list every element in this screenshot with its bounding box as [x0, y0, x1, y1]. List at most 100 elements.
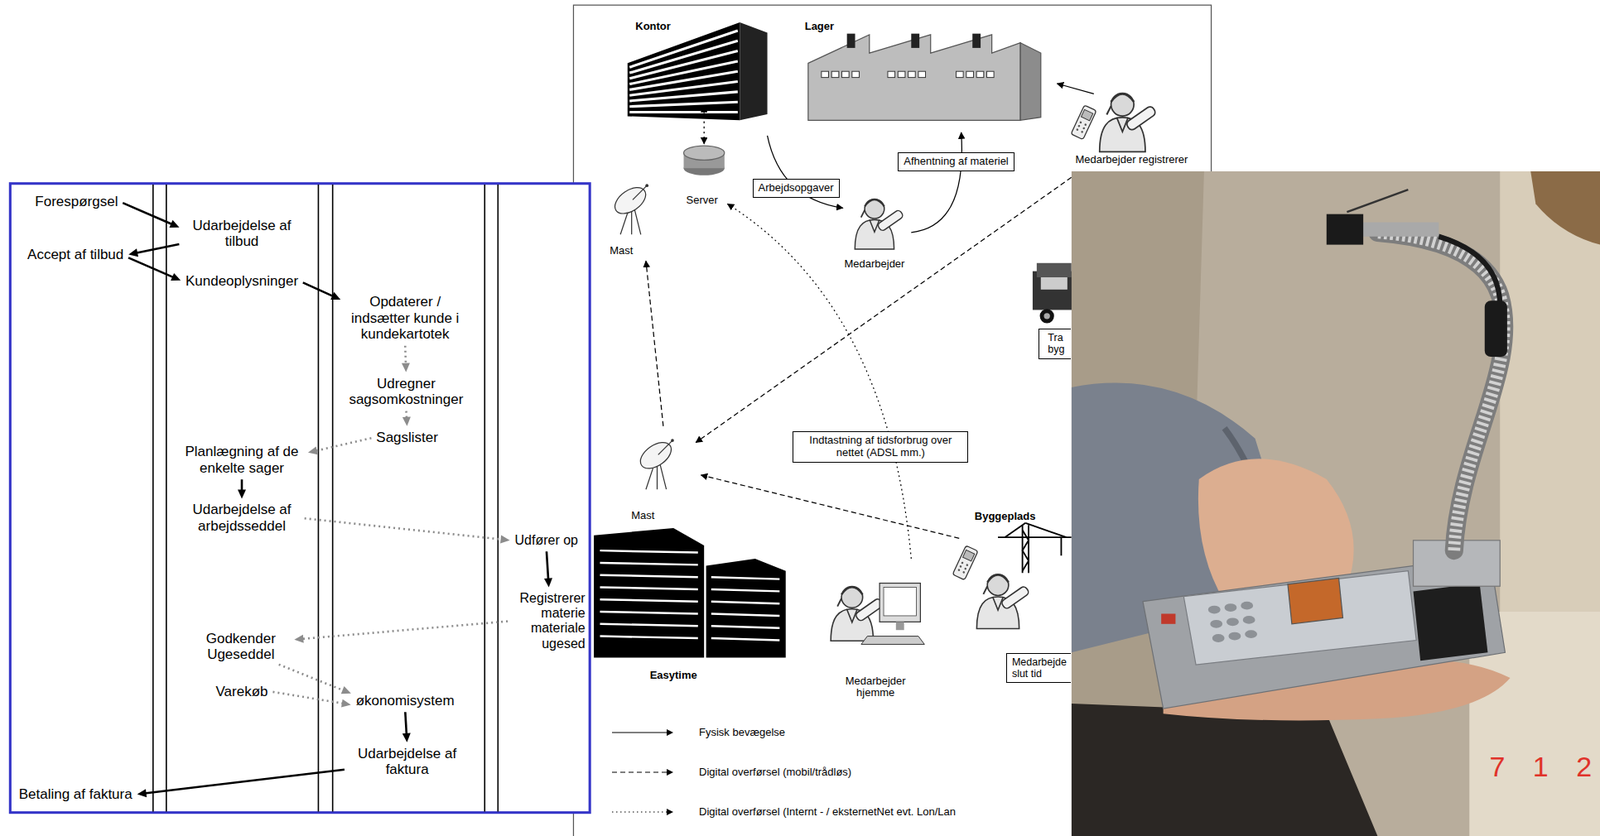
legend-arrowhead — [666, 769, 674, 776]
easytime-buildings — [600, 636, 699, 639]
connector-line — [303, 282, 334, 297]
flow-step: Varekøb — [213, 683, 271, 702]
device-photo — [1208, 606, 1221, 615]
legend-text: Fysisk bevægelse — [698, 726, 786, 739]
swimlane-frame — [9, 183, 590, 814]
device-photo — [1484, 300, 1508, 357]
node-text: Arbejdsopgaver — [758, 182, 834, 195]
flow-step: Udfører op — [512, 532, 581, 550]
node-text: Medarbejde slut tid — [1012, 656, 1071, 681]
device-photo — [1224, 603, 1238, 613]
node-text: Udarbejdelse af tilbud — [183, 217, 299, 251]
device-photo — [1071, 703, 1379, 836]
warehouse — [847, 33, 856, 49]
person-icon — [830, 587, 884, 642]
icon-caption: Medarbejder — [843, 258, 905, 271]
process-box: Medarbejde slut tid — [1006, 653, 1071, 685]
device-photo — [1346, 189, 1408, 213]
easytime-buildings — [600, 563, 699, 565]
flow-arrow — [279, 665, 352, 695]
arrowhead — [544, 578, 553, 588]
connector-line — [315, 438, 372, 452]
server-icon — [684, 145, 725, 160]
person-icon — [854, 198, 904, 250]
easytime-buildings — [600, 624, 699, 627]
mast-dish — [645, 183, 649, 188]
connector-group — [122, 202, 553, 798]
office-building — [629, 40, 738, 73]
middle-arrows — [727, 203, 912, 560]
warehouse — [831, 71, 839, 78]
middle-arrows — [1057, 83, 1094, 94]
swimlane-frame — [496, 184, 499, 813]
connector-line — [128, 257, 174, 278]
warehouse — [986, 71, 994, 78]
legend-sample — [610, 807, 674, 818]
swimlane-frame — [483, 184, 486, 813]
device-photo — [1071, 171, 1600, 836]
device-photo — [1377, 232, 1504, 551]
office-building — [629, 30, 738, 113]
icon-caption: Byggeplads — [974, 510, 1037, 524]
flow-arrow — [237, 479, 246, 499]
flow-step: Accept af tilbud — [24, 245, 126, 265]
legend-item: Digital overførsel (Internt - / eksterne… — [610, 805, 956, 819]
office-building — [629, 110, 738, 114]
process-box: Tra byg — [1038, 328, 1071, 360]
legend-line — [612, 811, 667, 813]
arrowhead — [500, 535, 510, 545]
middle-arrows — [695, 177, 1071, 443]
node-text: Accept af tilbud — [27, 246, 124, 264]
node-text: Opdaterer / indsætter kunde i kundekarto… — [345, 293, 465, 343]
icon-caption: Medarbejder hjemme — [834, 675, 917, 701]
device-photo — [1413, 583, 1489, 662]
flow-step: Godkender Ugeseddel — [189, 630, 292, 665]
arrowhead — [401, 362, 410, 372]
device-photo — [1530, 171, 1600, 246]
device-photo — [1438, 236, 1500, 307]
legend-sample — [610, 767, 674, 778]
easytime-buildings — [711, 613, 781, 616]
process-box: Afhentning af materiel — [897, 152, 1014, 172]
date-stamp: 7 1 2 — [1489, 751, 1593, 784]
node-text: Betaling af faktura — [19, 786, 133, 804]
flow-step: Forespørgsel — [32, 192, 121, 212]
arrowhead — [293, 635, 304, 644]
arrowhead — [402, 733, 411, 743]
device-photo — [1209, 620, 1223, 629]
truck-icon — [1043, 313, 1050, 319]
middle-arrows — [703, 106, 705, 145]
office-building — [629, 30, 738, 68]
crane-icon — [1027, 525, 1030, 574]
flow-arrow — [402, 712, 411, 743]
warehouse — [956, 71, 964, 78]
easytime-buildings — [593, 528, 704, 658]
connector-line — [135, 244, 180, 254]
easytime-buildings — [711, 589, 781, 592]
warehouse — [852, 71, 860, 78]
middle-arrows — [645, 83, 1094, 560]
flow-step: Betaling af faktura — [16, 785, 135, 805]
arrowhead — [128, 248, 139, 257]
icon-caption: Kontor — [635, 20, 671, 34]
flow-arrow — [304, 518, 511, 544]
device-photo — [1287, 578, 1344, 624]
flow-arrow — [308, 438, 372, 455]
warehouse — [842, 71, 850, 78]
warehouse — [1020, 43, 1041, 121]
icon-caption: Easytime — [650, 669, 698, 683]
swimlane-frame — [332, 184, 334, 813]
easytime-buildings — [600, 550, 699, 639]
arrowhead — [170, 273, 181, 281]
warehouse — [897, 71, 906, 78]
node-text: Varekøb — [216, 684, 269, 701]
flow-step: Sagslister — [373, 428, 441, 448]
swimlane-frame — [153, 184, 498, 813]
crane-icon — [1025, 523, 1066, 538]
node-text: Forespørgsel — [34, 193, 118, 211]
node-text: Afhentning af materiel — [903, 155, 1008, 169]
flow-arrow — [402, 411, 411, 427]
crane-icon — [997, 523, 1072, 574]
